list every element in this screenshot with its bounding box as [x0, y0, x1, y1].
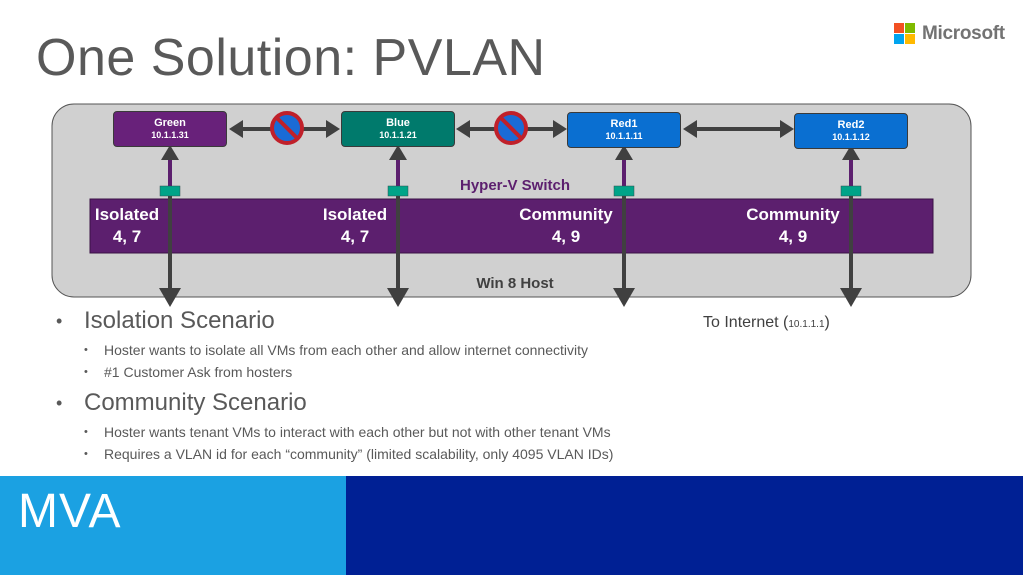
- vm-name: Green: [154, 117, 186, 129]
- vm-ip: 10.1.1.21: [379, 130, 417, 140]
- bullet-item: Hoster wants to isolate all VMs from eac…: [56, 340, 756, 362]
- vm-name: Red2: [837, 119, 865, 131]
- switch-port: [613, 185, 635, 197]
- footer-left-panel: [0, 476, 346, 575]
- vm-name: Red1: [610, 118, 638, 130]
- bullet-heading: Isolation Scenario: [56, 306, 756, 340]
- switch-bar: [89, 198, 934, 254]
- internet-ip: 10.1.1.1: [788, 319, 825, 330]
- vm-node-red1: Red1 10.1.1.11: [567, 112, 681, 148]
- bullet-item: Requires a VLAN id for each “community” …: [56, 444, 756, 466]
- switch-port: [387, 185, 409, 197]
- logo-square-green: [905, 23, 915, 33]
- microsoft-wordmark: Microsoft: [922, 23, 1005, 44]
- vm-node-blue: Blue 10.1.1.21: [341, 111, 455, 147]
- bullet-heading: Community Scenario: [56, 388, 756, 422]
- host-label: Win 8 Host: [476, 275, 553, 292]
- port-mode-label: Isolated: [95, 205, 159, 224]
- switch-port: [840, 185, 862, 197]
- port-mode-label: Community: [746, 205, 840, 224]
- port-vlan-label: 4, 7: [341, 227, 369, 246]
- mva-logo: MVA: [18, 485, 122, 538]
- logo-square-blue: [894, 34, 904, 44]
- vm-ip: 10.1.1.31: [151, 130, 189, 140]
- pvlan-diagram: Hyper-V Switch Win 8 Host Isolated 4, 7 …: [51, 103, 972, 307]
- logo-square-yellow: [905, 34, 915, 44]
- bullet-item: Hoster wants tenant VMs to interact with…: [56, 422, 756, 444]
- logo-square-red: [894, 23, 904, 33]
- port-vlan-label: 4, 7: [113, 227, 141, 246]
- no-entry-icon: [494, 111, 528, 145]
- port-mode-label: Community: [519, 205, 613, 224]
- microsoft-logo: Microsoft: [894, 23, 1005, 49]
- port-vlan-label: 4, 9: [552, 227, 580, 246]
- vm-name: Blue: [386, 117, 410, 129]
- vm-ip: 10.1.1.12: [832, 132, 870, 142]
- port-mode-label: Isolated: [323, 205, 387, 224]
- switch-label: Hyper-V Switch: [460, 177, 570, 194]
- vm-node-green: Green 10.1.1.31: [113, 111, 227, 147]
- switch-port: [159, 185, 181, 197]
- port-vlan-label: 4, 9: [779, 227, 807, 246]
- vm-ip: 10.1.1.11: [605, 131, 643, 141]
- vm-node-red2: Red2 10.1.1.12: [794, 113, 908, 149]
- internet-close: ): [824, 314, 830, 331]
- bullet-list: Isolation Scenario Hoster wants to isola…: [56, 306, 756, 466]
- footer-right-panel: [346, 476, 1023, 575]
- no-entry-icon: [270, 111, 304, 145]
- page-title: One Solution: PVLAN: [36, 29, 546, 87]
- bullet-item: #1 Customer Ask from hosters: [56, 362, 756, 384]
